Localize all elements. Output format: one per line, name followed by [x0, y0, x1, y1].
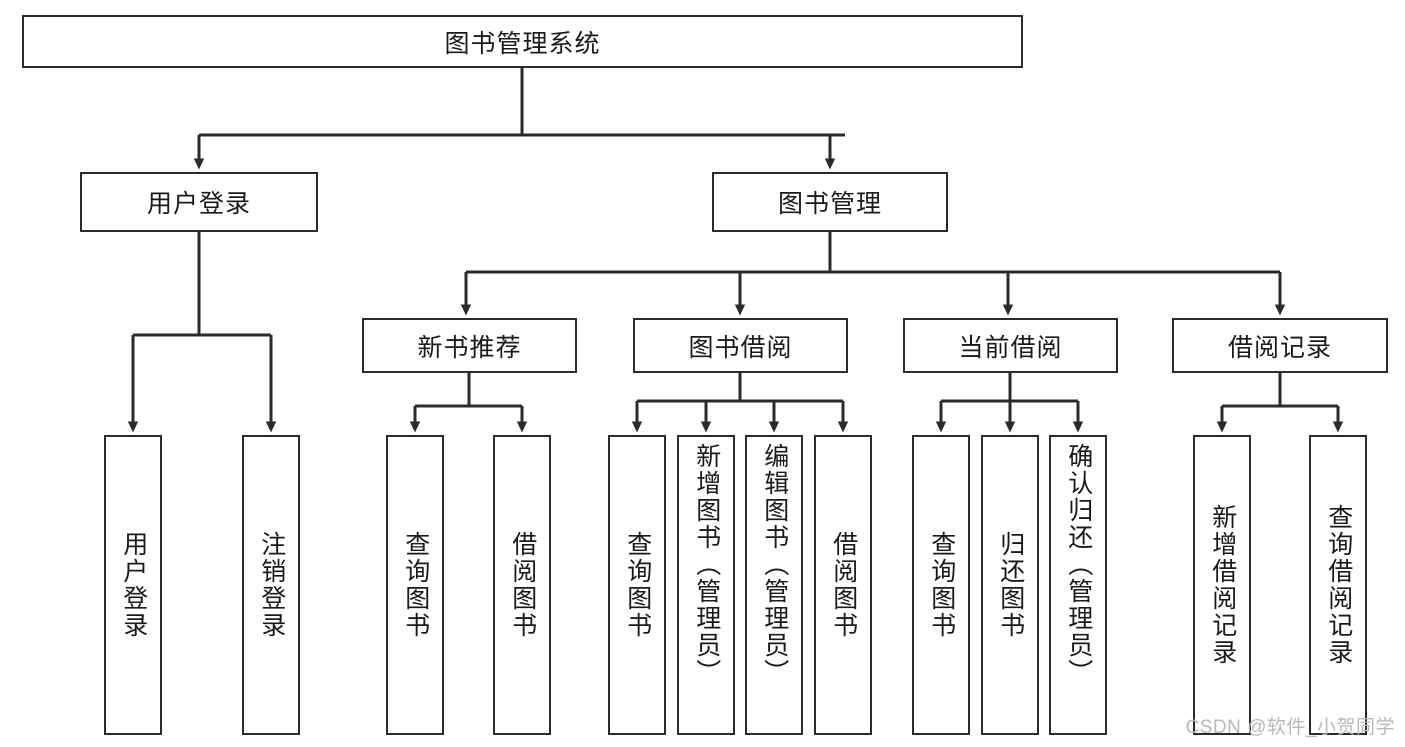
node-root-book-management-system[interactable]: 图书管理系统 — [22, 15, 1023, 68]
node-book-management[interactable]: 图书管理 — [712, 172, 948, 232]
node-label: 查询借阅记录 — [1324, 504, 1353, 666]
node-label: 查询图书 — [401, 531, 430, 639]
node-label: 借阅图书 — [508, 531, 537, 639]
node-label: 归还图书 — [996, 531, 1025, 639]
node-leaf-user-login[interactable]: 用户登录 — [104, 435, 162, 735]
node-leaf-confirm-return-admin[interactable]: 确认归还（管理员） — [1049, 435, 1107, 735]
node-leaf-query-book-current[interactable]: 查询图书 — [912, 435, 970, 735]
node-leaf-query-borrow-record[interactable]: 查询借阅记录 — [1309, 435, 1367, 735]
node-new-book-recommendation[interactable]: 新书推荐 — [362, 318, 577, 373]
node-label: 图书管理系统 — [444, 29, 601, 58]
node-leaf-borrow-book[interactable]: 借阅图书 — [814, 435, 872, 735]
node-label: 图书借阅 — [688, 333, 793, 362]
node-label: 查询图书 — [927, 531, 956, 639]
node-label: 当前借阅 — [958, 333, 1063, 362]
node-label: 用户登录 — [119, 531, 148, 639]
node-book-borrow[interactable]: 图书借阅 — [633, 318, 848, 373]
watermark-csdn: CSDN @软件_小贺同学 — [1185, 717, 1395, 738]
node-leaf-query-book-recommend[interactable]: 查询图书 — [386, 435, 444, 735]
node-label: 新增图书（管理员） — [692, 443, 721, 686]
node-current-borrow[interactable]: 当前借阅 — [903, 318, 1118, 373]
node-leaf-edit-book-admin[interactable]: 编辑图书（管理员） — [745, 435, 803, 735]
node-label: 借阅记录 — [1227, 333, 1332, 362]
node-leaf-query-book-borrow[interactable]: 查询图书 — [608, 435, 666, 735]
node-label: 图书管理 — [777, 190, 882, 218]
node-label: 借阅图书 — [829, 531, 858, 639]
node-user-login[interactable]: 用户登录 — [80, 172, 318, 232]
node-label: 新增借阅记录 — [1208, 504, 1237, 666]
node-leaf-add-book-admin[interactable]: 新增图书（管理员） — [677, 435, 735, 735]
node-label: 确认归还（管理员） — [1064, 443, 1093, 686]
node-leaf-add-borrow-record[interactable]: 新增借阅记录 — [1193, 435, 1251, 735]
node-label: 查询图书 — [623, 531, 652, 639]
node-leaf-borrow-book-recommend[interactable]: 借阅图书 — [493, 435, 551, 735]
node-label: 用户登录 — [146, 190, 251, 218]
node-label: 新书推荐 — [417, 333, 522, 362]
node-leaf-logout[interactable]: 注销登录 — [242, 435, 300, 735]
node-label: 编辑图书（管理员） — [760, 443, 789, 686]
node-label: 注销登录 — [257, 531, 286, 639]
node-borrow-records[interactable]: 借阅记录 — [1172, 318, 1388, 373]
node-leaf-return-book[interactable]: 归还图书 — [981, 435, 1039, 735]
